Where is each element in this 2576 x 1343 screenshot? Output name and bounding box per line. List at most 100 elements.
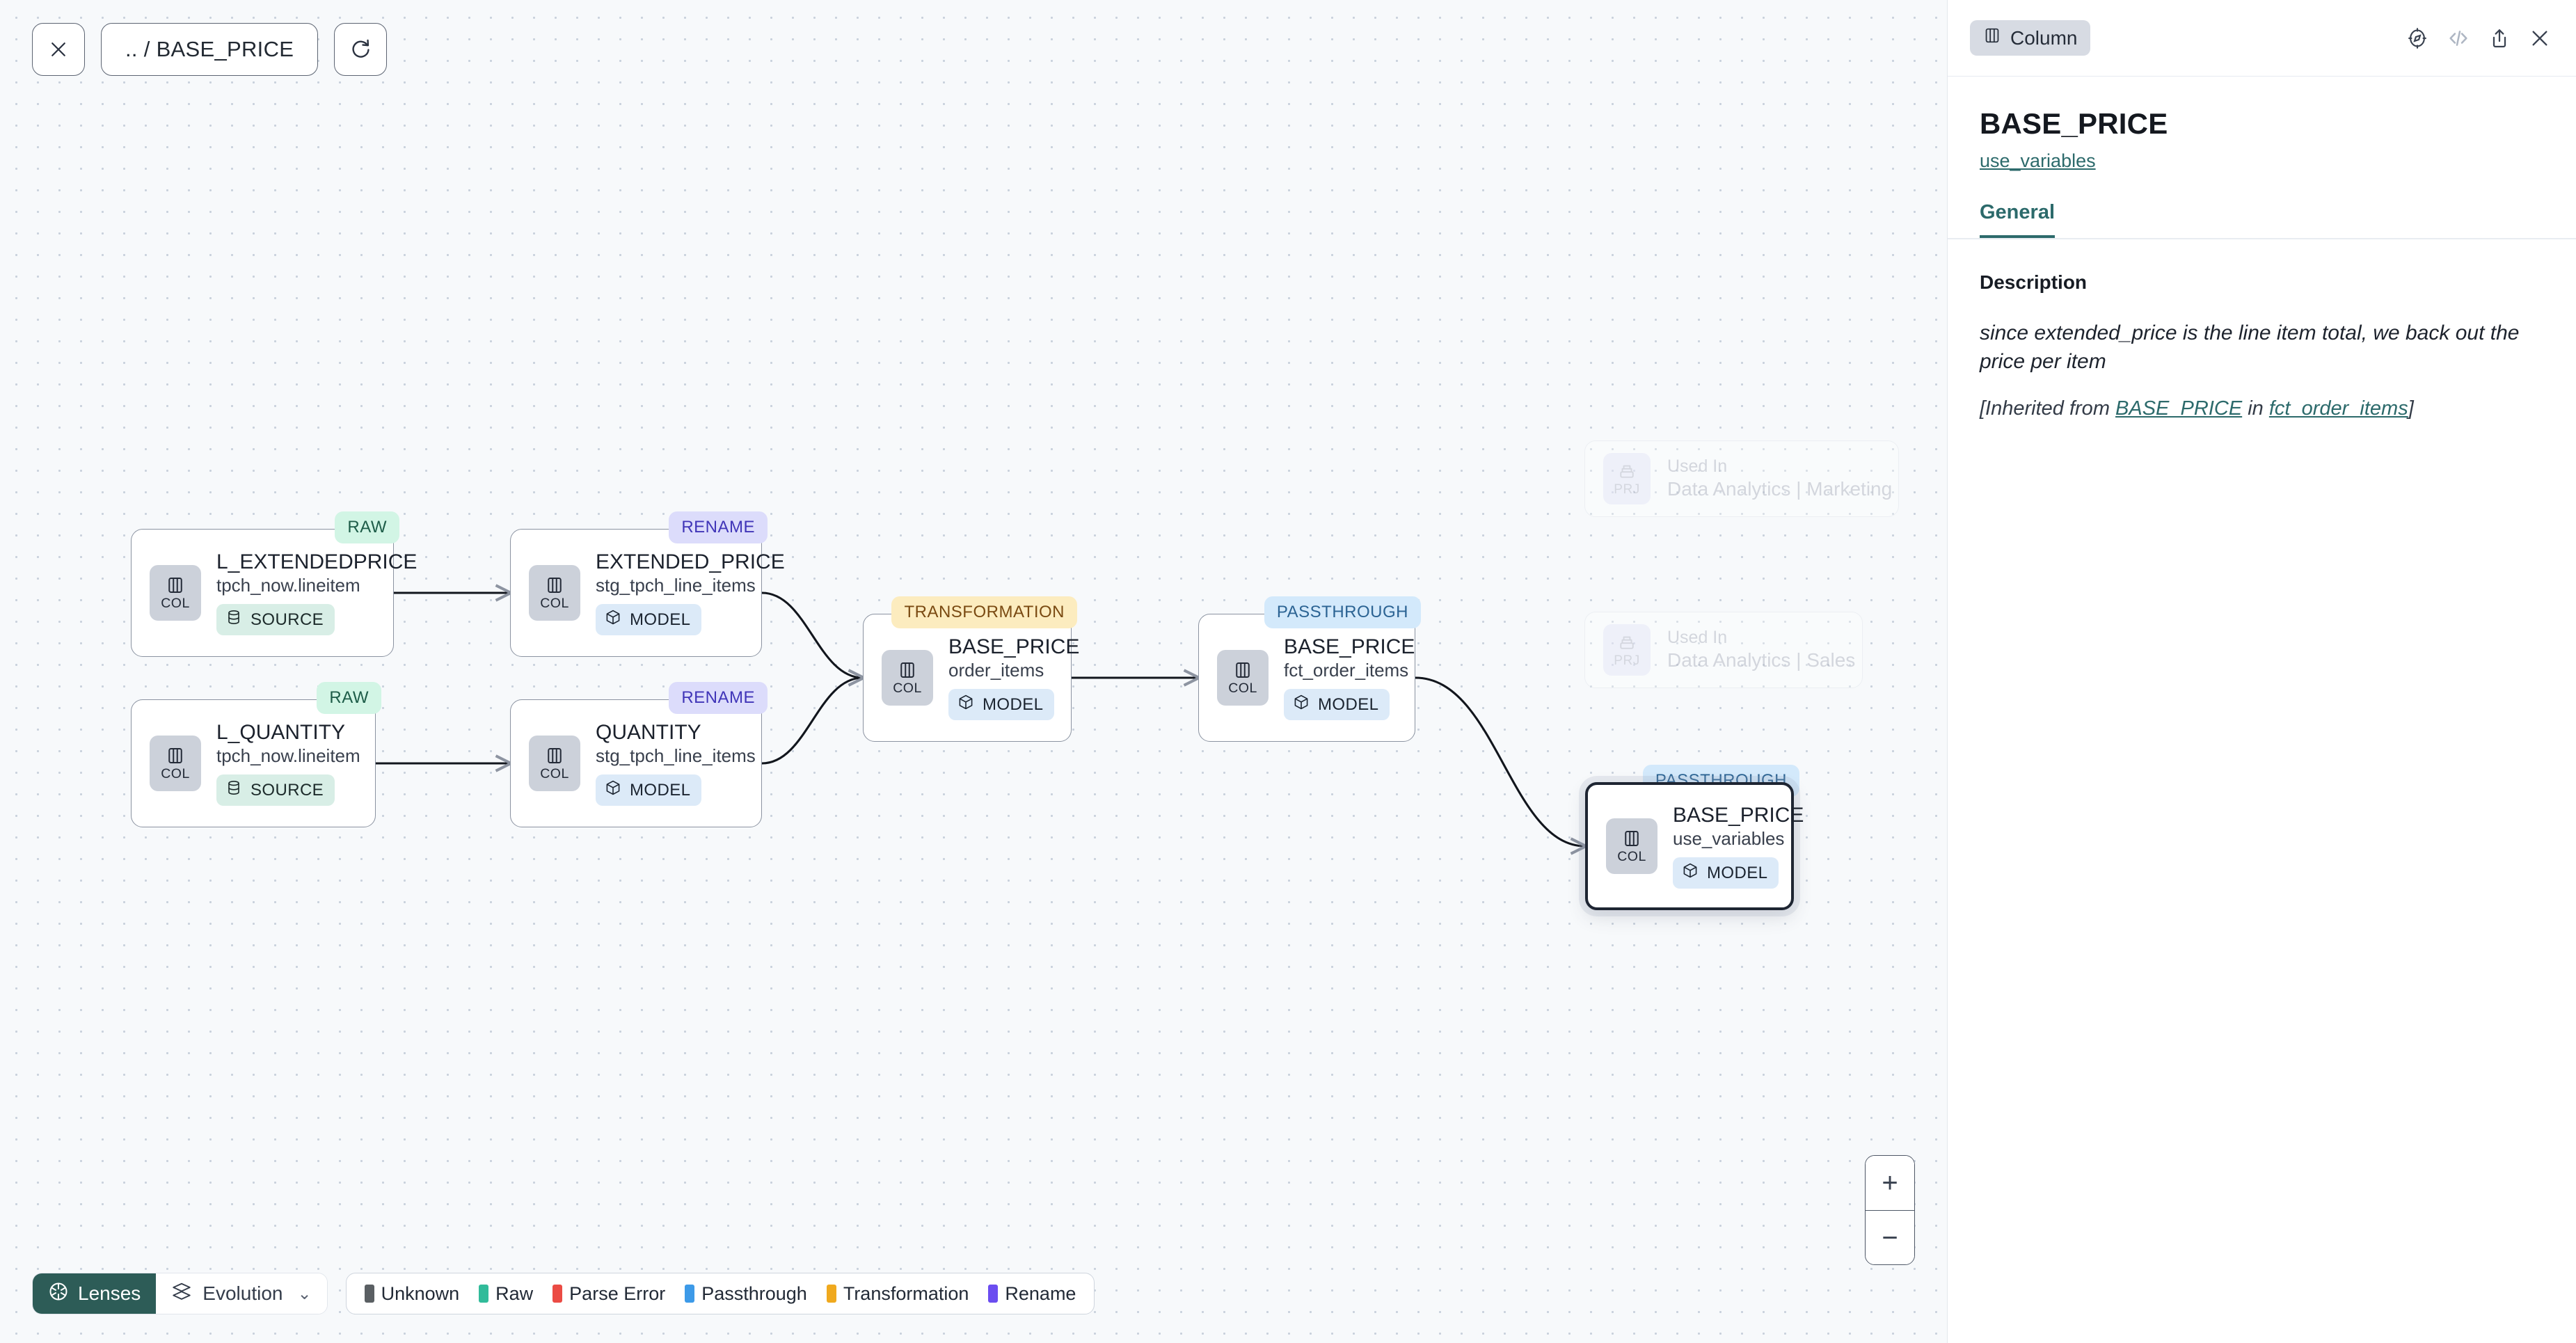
parent-model-link[interactable]: use_variables bbox=[1980, 150, 2096, 171]
used-in-target: Data Analytics | Sales bbox=[1667, 649, 1856, 672]
node-kind-chip: MODEL bbox=[1673, 857, 1779, 889]
legend-item[interactable]: Transformation bbox=[826, 1283, 969, 1305]
panel-action-buttons bbox=[2406, 26, 2551, 50]
ghost-icon-label: PRJ bbox=[1614, 482, 1640, 497]
details-panel: Column bbox=[1947, 0, 2576, 1343]
inherited-suffix: ] bbox=[2408, 397, 2414, 420]
cube-icon bbox=[605, 609, 621, 630]
zoom-in-button[interactable]: + bbox=[1866, 1156, 1914, 1210]
page-title: BASE_PRICE bbox=[1980, 107, 2168, 140]
node-subtitle: order_items bbox=[948, 660, 1044, 681]
description-text: since extended_price is the line item to… bbox=[1980, 321, 2520, 374]
entity-kind-chip[interactable]: Column bbox=[1970, 20, 2091, 56]
legend-label: Raw bbox=[495, 1282, 534, 1304]
column-icon: COL bbox=[882, 650, 933, 706]
legend-label: Rename bbox=[1005, 1282, 1076, 1304]
node-title: EXTENDED_PRICE bbox=[596, 550, 785, 573]
column-icon: COL bbox=[150, 736, 201, 791]
legend-item[interactable]: Parse Error bbox=[552, 1283, 665, 1305]
legend-item[interactable]: Unknown bbox=[364, 1283, 459, 1305]
ghost-icon-label: PRJ bbox=[1614, 653, 1640, 668]
node-title: L_QUANTITY bbox=[216, 720, 346, 744]
node-title: BASE_PRICE bbox=[948, 635, 1080, 658]
column-icon: COL bbox=[1606, 818, 1657, 874]
node-icon-label: COL bbox=[161, 596, 190, 612]
cube-icon bbox=[1682, 862, 1699, 884]
cube-icon bbox=[605, 779, 621, 801]
node-subtitle: tpch_now.lineitem bbox=[216, 745, 360, 767]
used-in-label: Used In bbox=[1667, 627, 1728, 647]
node-title: BASE_PRICE bbox=[1284, 635, 1415, 658]
share-icon[interactable] bbox=[2488, 27, 2511, 49]
inherited-model-link[interactable]: fct_order_items bbox=[2268, 397, 2408, 420]
node-icon-label: COL bbox=[1617, 849, 1646, 865]
close-icon bbox=[48, 39, 69, 60]
breadcrumb[interactable]: .. / BASE_PRICE bbox=[101, 23, 319, 76]
node-kind-label: MODEL bbox=[983, 694, 1044, 714]
legend-item[interactable]: Passthrough bbox=[685, 1283, 807, 1305]
inherited-prefix: [Inherited from bbox=[1980, 397, 2116, 420]
database-icon bbox=[225, 779, 242, 801]
lineage-legend: Unknown Raw Parse Error Passthrough Transfor… bbox=[345, 1273, 1095, 1314]
explore-compass-icon[interactable] bbox=[2406, 27, 2428, 49]
node-title: BASE_PRICE bbox=[1673, 803, 1804, 827]
node-icon-label: COL bbox=[1228, 681, 1257, 697]
close-button[interactable] bbox=[32, 23, 85, 76]
legend-label: Passthrough bbox=[701, 1282, 807, 1304]
code-icon[interactable] bbox=[2447, 26, 2470, 50]
node-kind-chip: MODEL bbox=[1284, 689, 1390, 721]
node-kind-chip: MODEL bbox=[596, 774, 702, 806]
bottom-toolbar: Lenses Evolution ⌄ Unknown Raw Parse Error… bbox=[32, 1273, 1095, 1314]
zoom-out-button[interactable]: − bbox=[1866, 1210, 1914, 1264]
project-icon: PRJ bbox=[1603, 624, 1651, 676]
node-subtitle: tpch_now.lineitem bbox=[216, 575, 360, 596]
column-icon: COL bbox=[1217, 650, 1269, 706]
legend-swatch bbox=[364, 1285, 374, 1303]
node-kind-chip: MODEL bbox=[596, 604, 702, 636]
refresh-icon bbox=[349, 38, 372, 61]
aperture-icon bbox=[48, 1281, 69, 1307]
node-subtitle: stg_tpch_line_items bbox=[596, 575, 756, 596]
legend-item[interactable]: Rename bbox=[988, 1283, 1076, 1305]
legend-swatch bbox=[685, 1285, 695, 1303]
panel-close-icon[interactable] bbox=[2529, 27, 2551, 49]
lenses-label: Lenses bbox=[78, 1282, 141, 1304]
chevron-down-icon: ⌄ bbox=[297, 1284, 312, 1303]
legend-swatch bbox=[988, 1285, 999, 1303]
node-kind-label: SOURCE bbox=[251, 780, 324, 800]
column-icon: COL bbox=[529, 565, 580, 621]
legend-label: Parse Error bbox=[569, 1282, 666, 1304]
node-type-badge: RENAME bbox=[669, 511, 768, 543]
column-icon: COL bbox=[529, 736, 580, 791]
inherited-from-note: [Inherited from BASE_PRICE in fct_order_… bbox=[1980, 395, 2544, 423]
node-icon-label: COL bbox=[893, 681, 922, 697]
tab-general[interactable]: General bbox=[1980, 201, 2055, 238]
inherited-column-link[interactable]: BASE_PRICE bbox=[2115, 397, 2243, 420]
evolution-dropdown[interactable]: Evolution ⌄ bbox=[156, 1273, 327, 1314]
node-kind-label: MODEL bbox=[1318, 694, 1379, 714]
legend-item[interactable]: Raw bbox=[479, 1283, 533, 1305]
project-icon: PRJ bbox=[1603, 453, 1651, 504]
node-kind-label: MODEL bbox=[630, 610, 691, 629]
refresh-button[interactable] bbox=[334, 23, 388, 76]
node-type-badge: TRANSFORMATION bbox=[891, 596, 1077, 628]
lenses-button[interactable]: Lenses bbox=[33, 1273, 157, 1314]
node-kind-chip: SOURCE bbox=[216, 774, 335, 806]
node-kind-label: MODEL bbox=[1707, 863, 1768, 882]
node-kind-chip: SOURCE bbox=[216, 604, 335, 636]
